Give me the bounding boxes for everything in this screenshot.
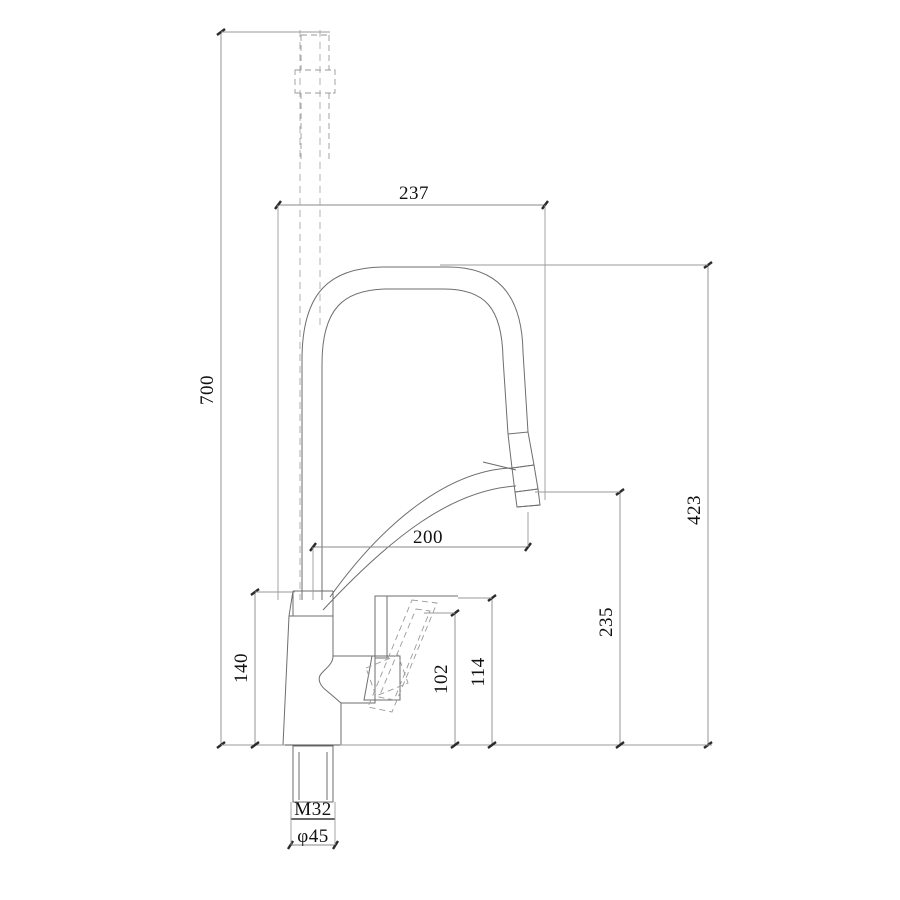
dimension-423: 423 — [340, 261, 713, 749]
handle-phantom-inner — [378, 608, 431, 701]
dim-423-text: 423 — [684, 495, 705, 525]
dim-200-text: 200 — [413, 527, 443, 548]
body-cartridge-bulge — [333, 656, 375, 703]
handle-phantom-arm — [367, 599, 438, 713]
annotation-m32: M32 — [291, 799, 335, 820]
spout-inner-wall — [322, 289, 508, 600]
dimension-102: 102 — [424, 609, 460, 749]
faucet-body — [283, 591, 375, 746]
body-left-taper — [283, 591, 293, 745]
dim-235-text: 235 — [596, 607, 617, 637]
dimension-200: 200 — [309, 512, 532, 600]
outlet-bottom-edge — [517, 505, 540, 507]
dim-114-text: 114 — [468, 657, 489, 686]
dimension-114: 114 — [458, 594, 497, 749]
spout-outer-wall — [302, 267, 528, 600]
dim-140-tick-bot — [250, 741, 260, 749]
dim-102-tick-bot — [450, 741, 460, 749]
dim-d45-tick-left — [286, 840, 295, 850]
m32-label: M32 — [294, 799, 331, 820]
dimension-140: 140 — [231, 588, 295, 749]
dim-237-text: 237 — [399, 183, 429, 204]
outlet-hose-seam — [483, 462, 516, 470]
gooseneck-spout — [302, 267, 528, 600]
pullout-spray-head-phantom — [294, 34, 336, 160]
dimension-237: 237 — [274, 183, 549, 600]
dim-235-tick-bot — [615, 741, 625, 749]
centerlines-group — [299, 30, 321, 600]
pullout-hose — [323, 468, 516, 610]
outlet-collar-2 — [512, 465, 538, 492]
lever-handle — [364, 596, 458, 700]
spout-outlet-assembly — [483, 432, 540, 507]
annotation-diameter-45: φ45 — [286, 802, 340, 850]
dim-700-text: 700 — [197, 375, 218, 405]
dimension-235: 235 — [535, 488, 625, 749]
handle-lever-arm — [375, 596, 387, 658]
dim-140-text: 140 — [231, 653, 252, 683]
body-right-profile — [319, 591, 341, 745]
hose-lower-curve — [323, 486, 516, 610]
lever-handle-phantom — [365, 599, 438, 713]
mounting-shank — [293, 746, 333, 802]
dim-102-text: 102 — [431, 664, 452, 694]
dim-114-tick-bot — [487, 741, 497, 749]
outlet-collar-1 — [508, 432, 534, 468]
hose-upper-curve — [330, 468, 512, 597]
handle-phantom-hub — [365, 654, 409, 697]
spray-head-body-outline-right — [328, 35, 336, 160]
spray-head-body-outline — [294, 35, 302, 160]
dimension-700: 700 — [197, 28, 330, 749]
diameter-45-label: φ45 — [297, 826, 328, 847]
handle-hub — [364, 656, 400, 700]
dim-d45-tick-right — [331, 840, 340, 850]
